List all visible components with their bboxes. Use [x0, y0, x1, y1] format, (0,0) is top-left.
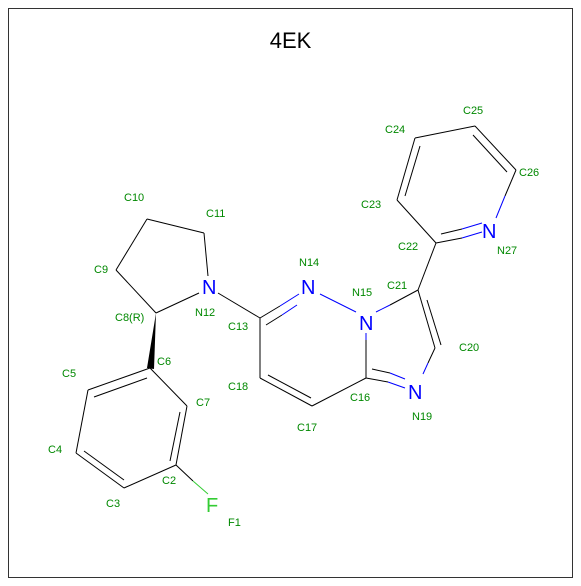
label-c6: C6 [157, 356, 171, 368]
label-n19: N19 [412, 411, 432, 423]
bond-n15-c21-n [375, 304, 391, 313]
label-n15: N15 [352, 287, 372, 299]
wedge-bond-c8-c6 [147, 313, 156, 369]
bond-c23-c24-inner [404, 145, 421, 197]
bond-n14-n15 [319, 293, 357, 313]
bond-n27-c22-inner-c [440, 228, 463, 235]
bond-c22-c23 [396, 199, 437, 244]
bond-c2-c3 [123, 464, 177, 489]
bond-n27-c22-c [435, 237, 463, 244]
bond-c26-n27-n [495, 195, 506, 219]
atom-n14-symbol: N [301, 277, 315, 299]
label-c25: C25 [463, 105, 483, 117]
bond-c8-c9 [115, 269, 157, 314]
label-n14: N14 [299, 257, 319, 269]
bond-n19-c16-inner-n [389, 372, 406, 380]
bonds [75, 125, 517, 495]
bond-c3-c4-inner [83, 450, 125, 481]
label-c23: C23 [361, 199, 381, 211]
atom-labels: F1 C2 C3 C4 C5 C6 C7 C8(R) C9 C10 C11 N1… [48, 105, 539, 529]
label-c4: C4 [48, 444, 62, 456]
label-c18: C18 [228, 381, 248, 393]
bond-c2-f1-f [192, 480, 209, 495]
molecule-title: 4EK [269, 28, 312, 53]
label-c7: C7 [196, 397, 210, 409]
bond-c20-n19-n [422, 362, 429, 375]
bond-n27-c22-inner-n [461, 222, 483, 230]
label-c5: C5 [62, 368, 76, 380]
bond-c13-n14-inner [265, 314, 283, 326]
label-c26: C26 [519, 167, 539, 179]
atom-n12-symbol: N [202, 277, 216, 299]
bond-n19-c16-n [387, 381, 406, 389]
bond-n19-c16-c [365, 377, 389, 383]
bond-c4-c5 [75, 389, 89, 454]
atom-n15-symbol: N [359, 313, 373, 335]
bond-c25-c26 [474, 125, 517, 171]
diagram-frame [8, 8, 573, 578]
bond-c26-n27-c [504, 169, 517, 197]
atom-f1-symbol: F [206, 495, 218, 517]
bond-n19-c16-inner-c [371, 368, 391, 374]
bond-c7-c2-inner [169, 411, 181, 462]
bond-c20-n19-c [427, 347, 436, 364]
bond-c5-c6-inner [93, 377, 148, 398]
bond-c6-c7 [149, 367, 188, 407]
atom-n27-symbol: N [482, 221, 496, 243]
label-c13: C13 [228, 321, 248, 333]
bond-c11-n12 [203, 232, 209, 277]
bond-c21-c20 [417, 289, 436, 349]
bond-c25-c26-inner [472, 134, 508, 173]
label-c22: C22 [398, 241, 418, 253]
bond-c13-n14-inner-n [281, 304, 298, 316]
label-c20: C20 [459, 342, 479, 354]
bond-c23-c24 [396, 137, 416, 201]
bond-c8-n12 [155, 292, 200, 314]
label-c16: C16 [350, 392, 370, 404]
label-c2: C2 [162, 475, 176, 487]
bond-c10-c11 [146, 218, 205, 234]
bond-c21-c22 [417, 242, 437, 291]
bond-n12-c13 [217, 292, 261, 319]
label-c21: C21 [387, 280, 407, 292]
bond-c13-n14-n [279, 293, 300, 307]
bond-c17-c18 [259, 377, 313, 407]
heteroatom-symbols: N N N N N F [202, 221, 496, 517]
label-c17: C17 [297, 422, 317, 434]
label-c10: C10 [124, 192, 144, 204]
label-c24: C24 [385, 124, 405, 136]
label-c9: C9 [94, 264, 108, 276]
bond-n15-c21-c [389, 289, 419, 306]
bond-c2-f1-c [175, 464, 194, 482]
label-c3: C3 [106, 498, 120, 510]
bond-c7-c2 [175, 405, 188, 466]
bond-c13-n14-c [259, 305, 281, 319]
bond-c24-c25 [414, 125, 476, 139]
bond-c5-c6 [87, 367, 151, 391]
bond-n27-c22-n [461, 231, 483, 239]
label-n27: N27 [497, 245, 517, 257]
bond-c9-c10 [115, 218, 148, 271]
atom-n19-symbol: N [408, 382, 422, 404]
bond-c17-c18-inner [267, 374, 312, 399]
label-f1: F1 [228, 517, 241, 529]
label-c11: C11 [206, 208, 225, 220]
bond-c16-c17 [311, 377, 367, 407]
label-n12: N12 [195, 307, 215, 319]
label-c8: C8(R) [115, 312, 144, 324]
bond-c21-c20-inner [426, 299, 442, 346]
bond-c3-c4 [75, 452, 125, 489]
